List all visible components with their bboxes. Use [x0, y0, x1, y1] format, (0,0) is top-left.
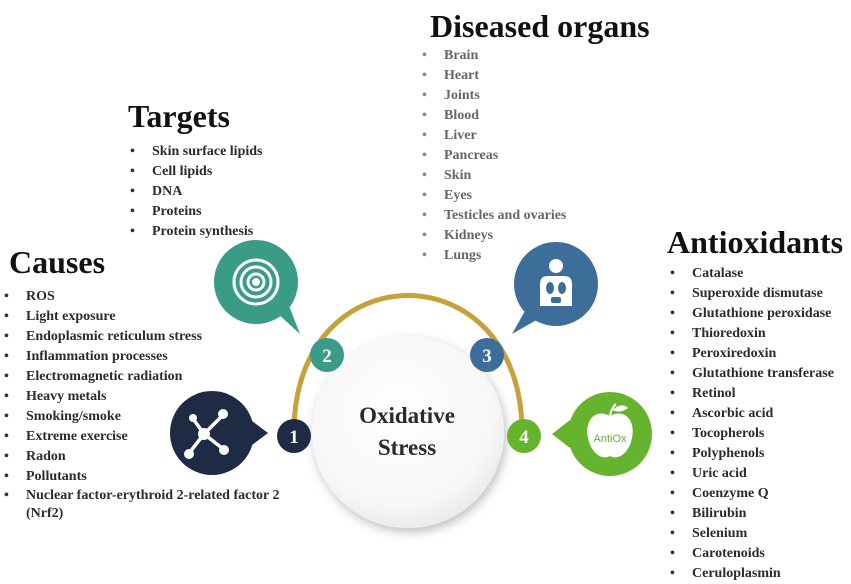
causes-list: ROS Light exposure Endoplasmic reticulum…: [0, 287, 316, 523]
diseased-organs-heading: Diseased organs: [430, 8, 650, 44]
list-item: DNA: [126, 182, 262, 202]
center-label-line2: Stress: [377, 435, 437, 460]
list-item: Inflammation processes: [0, 347, 316, 367]
list-item: Kidneys: [418, 226, 566, 246]
list-item: Heavy metals: [0, 387, 316, 407]
list-item: ROS: [0, 287, 316, 307]
list-item: Glutathione transferase: [666, 364, 834, 384]
list-item: Eyes: [418, 186, 566, 206]
list-item: Light exposure: [0, 307, 316, 327]
apple-icon: AntiOx: [587, 403, 633, 458]
list-item: Tocopherols: [666, 424, 834, 444]
list-item: Uric acid: [666, 464, 834, 484]
targets-list: Skin surface lipids Cell lipids DNA Prot…: [126, 142, 262, 242]
center-label: Oxidative Stress: [332, 400, 482, 464]
list-item: Lungs: [418, 246, 566, 266]
list-item: Smoking/smoke: [0, 407, 316, 427]
list-item: Endoplasmic reticulum stress: [0, 327, 316, 347]
list-item: Radon: [0, 447, 316, 467]
list-item: Electromagnetic radiation: [0, 367, 316, 387]
list-item: Coenzyme Q: [666, 484, 834, 504]
step-4-number: 4: [519, 427, 529, 448]
step-4-badge: [507, 419, 541, 453]
causes-heading: Causes: [9, 244, 106, 280]
targets-heading: Targets: [128, 98, 230, 134]
list-item: Skin surface lipids: [126, 142, 262, 162]
list-item: Heart: [418, 66, 566, 86]
list-item: Peroxiredoxin: [666, 344, 834, 364]
list-item: Extreme exercise: [0, 427, 316, 447]
step-2-badge: [310, 338, 344, 372]
list-item: Ceruloplasmin: [666, 564, 834, 584]
antioxidants-heading: Antioxidants: [667, 224, 844, 260]
list-item: Carotenoids: [666, 544, 834, 564]
list-item: Protein synthesis: [126, 222, 262, 242]
list-item: Bilirubin: [666, 504, 834, 524]
list-item: Catalase: [666, 264, 834, 284]
center-label-line1: Oxidative: [359, 403, 455, 428]
list-item: Thioredoxin: [666, 324, 834, 344]
list-item: Joints: [418, 86, 566, 106]
list-item: Glutathione peroxidase: [666, 304, 834, 324]
list-item: Blood: [418, 106, 566, 126]
list-item: Pancreas: [418, 146, 566, 166]
list-item: Nuclear factor-erythroid 2-related facto…: [0, 487, 316, 523]
step-3-organs: 3: [470, 242, 598, 372]
list-item: Selenium: [666, 524, 834, 544]
list-item: Proteins: [126, 202, 262, 222]
list-item: Polyphenols: [666, 444, 834, 464]
list-item: Ascorbic acid: [666, 404, 834, 424]
list-item: Superoxide dismutase: [666, 284, 834, 304]
list-item: Liver: [418, 126, 566, 146]
step-4-antioxidants: AntiOx 4: [507, 392, 652, 476]
diseased-organs-list: Brain Heart Joints Blood Liver Pancreas …: [418, 46, 566, 266]
list-item: Testicles and ovaries: [418, 206, 566, 226]
list-item: Pollutants: [0, 467, 316, 487]
list-item: Cell lipids: [126, 162, 262, 182]
list-item: Retinol: [666, 384, 834, 404]
center-circle: [312, 336, 504, 528]
step-3-number: 3: [482, 346, 492, 367]
step-3-badge: [470, 338, 504, 372]
list-item: Brain: [418, 46, 566, 66]
apple-icon-label: AntiOx: [593, 433, 627, 445]
step-2-number: 2: [322, 346, 332, 367]
antioxidants-list: Catalase Superoxide dismutase Glutathion…: [666, 264, 834, 584]
list-item: Skin: [418, 166, 566, 186]
